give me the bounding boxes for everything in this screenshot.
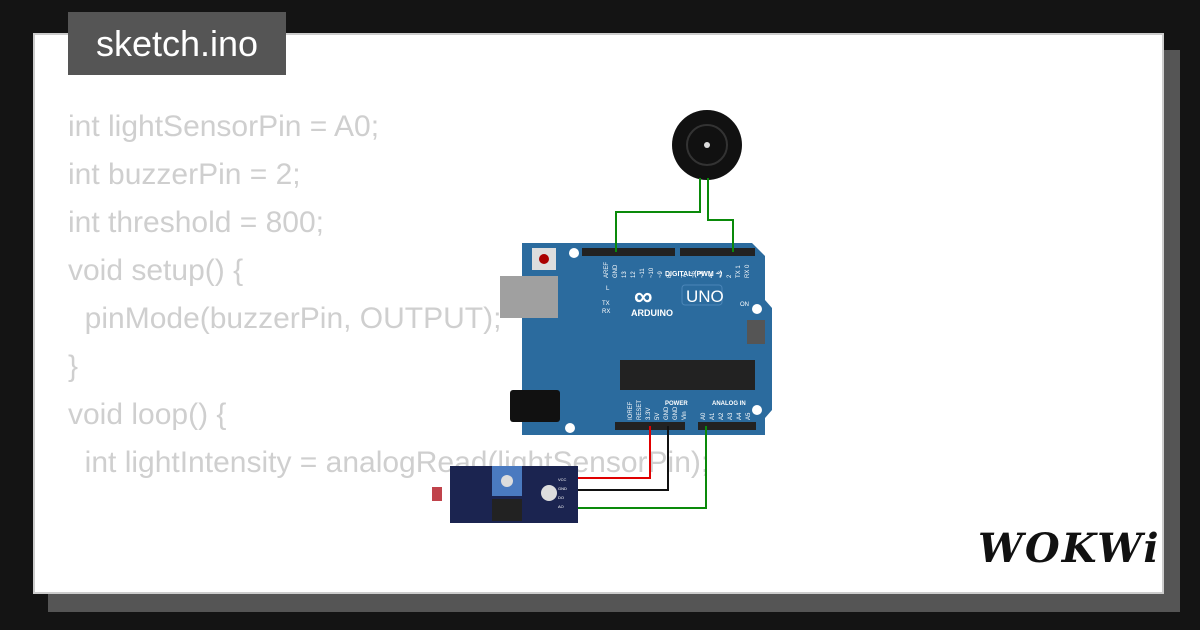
pin-label: 4 [709,274,715,278]
svg-text:TX: TX [602,301,610,307]
code-line: void setup() { [68,254,244,287]
pin-label: RX 0 [745,264,751,278]
code-line: int threshold = 800; [68,206,325,239]
power-jack [510,390,560,422]
pin-label: ~11 [640,268,646,278]
wire-vcc [578,426,651,479]
pin-label: 13 [622,271,628,278]
pin-label: 5V [655,413,661,420]
wire-buzzer-gnd [615,178,701,252]
code-line: pinMode(buzzerPin, OUTPUT); [68,302,502,335]
pin-label: ~5 [700,270,706,278]
code-preview: int lightSensorPin = A0; int buzzerPin = … [68,103,709,487]
pin-label: RESET [637,400,643,420]
usb-port [500,276,558,318]
microcontroller-chip [620,360,755,390]
digital-label: DIGITAL (PWM ~) [665,271,722,278]
wokwi-logo: WOKWi [978,525,1161,572]
pin-label: A5 [746,412,752,420]
pin-label: A4 [737,412,743,420]
wire-ao [578,426,707,509]
reset-button [539,254,549,264]
pin-label: A0 [701,412,707,420]
pin-label: GND [673,406,679,420]
code-line: void loop() { [68,398,227,431]
pin-label: A3 [728,412,734,420]
light-sensor-module[interactable]: VCC GND DO AO [432,466,578,523]
code-line: int lightSensorPin = A0; [68,110,380,143]
wire-gnd [578,426,669,491]
svg-text:ANALOG IN: ANALOG IN [712,401,746,407]
pin-label: IOREF [628,401,634,420]
pin-label: ~10 [649,267,655,278]
arduino-infinity-logo: ∞ [634,281,653,311]
code-line: int buzzerPin = 2; [68,158,301,191]
pin-label: 8 [667,274,673,278]
sensor-pin-label: VCC [558,477,567,482]
pin-label: TX 1 [736,265,742,278]
pin-label: 7 [682,274,688,278]
pin-label: AREF [604,262,610,278]
pin-label: ~3 [718,270,724,278]
pin-label: GND [664,406,670,420]
svg-text:L: L [606,286,610,292]
sensor-pin-label: GND [558,486,567,491]
pin-label: 12 [631,271,637,278]
file-title: sketch.ino [68,12,286,75]
pin-label: 2 [727,274,733,278]
svg-text:RX: RX [602,309,610,315]
uno-label: UNO [686,287,724,306]
brand-label: ARDUINO [631,308,673,318]
code-line: } [68,350,79,383]
pin-label: GND [613,264,619,278]
pin-label: A2 [719,412,725,420]
svg-text:ON: ON [740,302,749,308]
pin-label: ~6 [691,270,697,278]
sensor-pin-label: AO [558,504,564,509]
ldr [432,487,442,501]
pin-label: ~9 [658,270,664,278]
pin-label: Vin [682,411,688,420]
wire-buzzer-pin2 [707,178,734,252]
pin-label: 3.3V [646,408,652,420]
svg-text:POWER: POWER [665,401,688,407]
piezo-buzzer[interactable] [672,110,742,180]
pin-label: A1 [710,412,716,420]
sensor-pin-label: DO [558,495,564,500]
